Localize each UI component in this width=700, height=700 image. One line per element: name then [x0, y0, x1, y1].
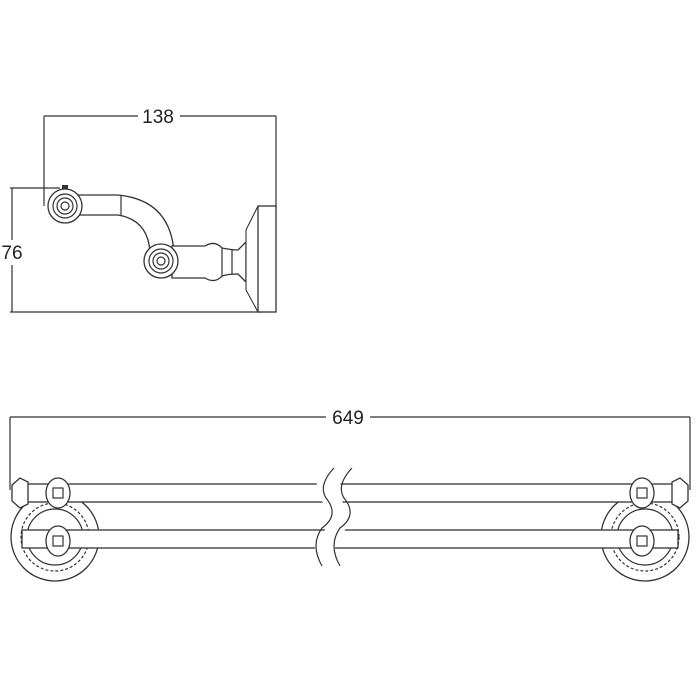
bracket-side-profile [47, 185, 277, 313]
width-dimension-label: 138 [142, 107, 174, 128]
knobs-front [45, 477, 655, 557]
length-dimension-label: 649 [332, 408, 364, 429]
towel-bar-lower [21, 529, 679, 549]
side-view: 138 76 [1, 107, 277, 313]
height-dimension-label: 76 [1, 243, 22, 264]
break-mark [314, 467, 353, 568]
towel-bar-upper [11, 477, 689, 509]
height-dimension: 76 [1, 187, 262, 313]
length-dimension: 649 [9, 408, 691, 490]
width-dimension: 138 [43, 107, 277, 208]
knob-lower [143, 243, 179, 279]
front-view: 649 [9, 408, 691, 582]
knob-upper [47, 185, 83, 224]
